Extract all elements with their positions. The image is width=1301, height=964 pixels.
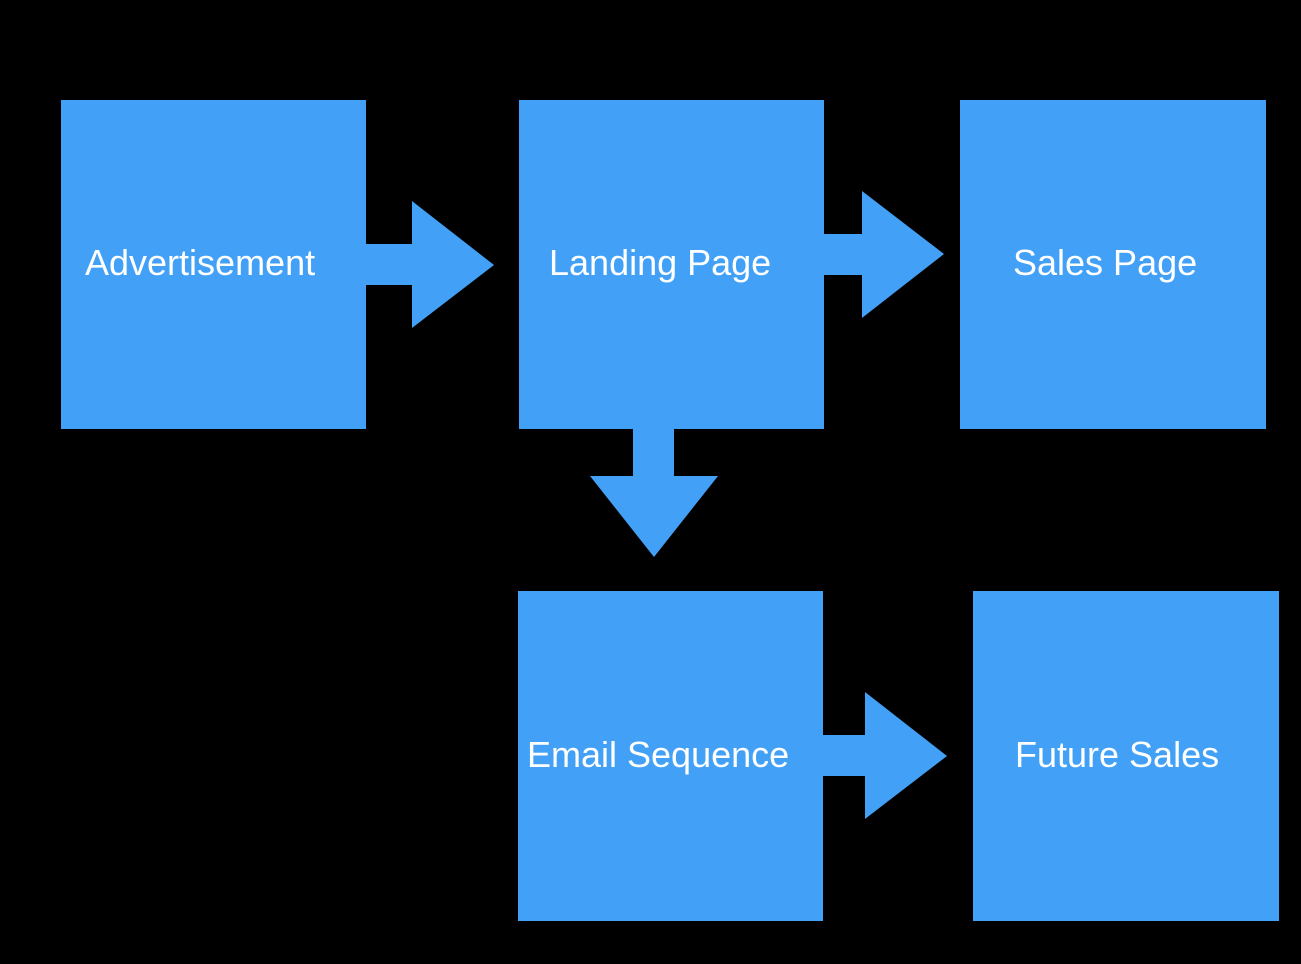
arrow-advertisement-to-landing-page — [366, 201, 494, 328]
arrow-landing-page-to-email-sequence — [590, 429, 718, 557]
node-label-sales-page: Sales Page — [1013, 242, 1198, 283]
node-label-email-sequence: Email Sequence — [527, 734, 790, 775]
arrow-email-sequence-to-future-sales — [823, 692, 947, 819]
node-landing-page: Landing Page — [519, 100, 824, 429]
node-label-advertisement: Advertisement — [85, 242, 316, 283]
node-label-future-sales: Future Sales — [1015, 734, 1220, 775]
node-label-landing-page: Landing Page — [549, 242, 772, 283]
node-future-sales: Future Sales — [973, 591, 1279, 921]
arrow-landing-page-to-sales-page — [824, 191, 944, 318]
node-advertisement: Advertisement — [61, 100, 366, 429]
node-sales-page: Sales Page — [960, 100, 1266, 429]
node-email-sequence: Email Sequence — [518, 591, 823, 921]
